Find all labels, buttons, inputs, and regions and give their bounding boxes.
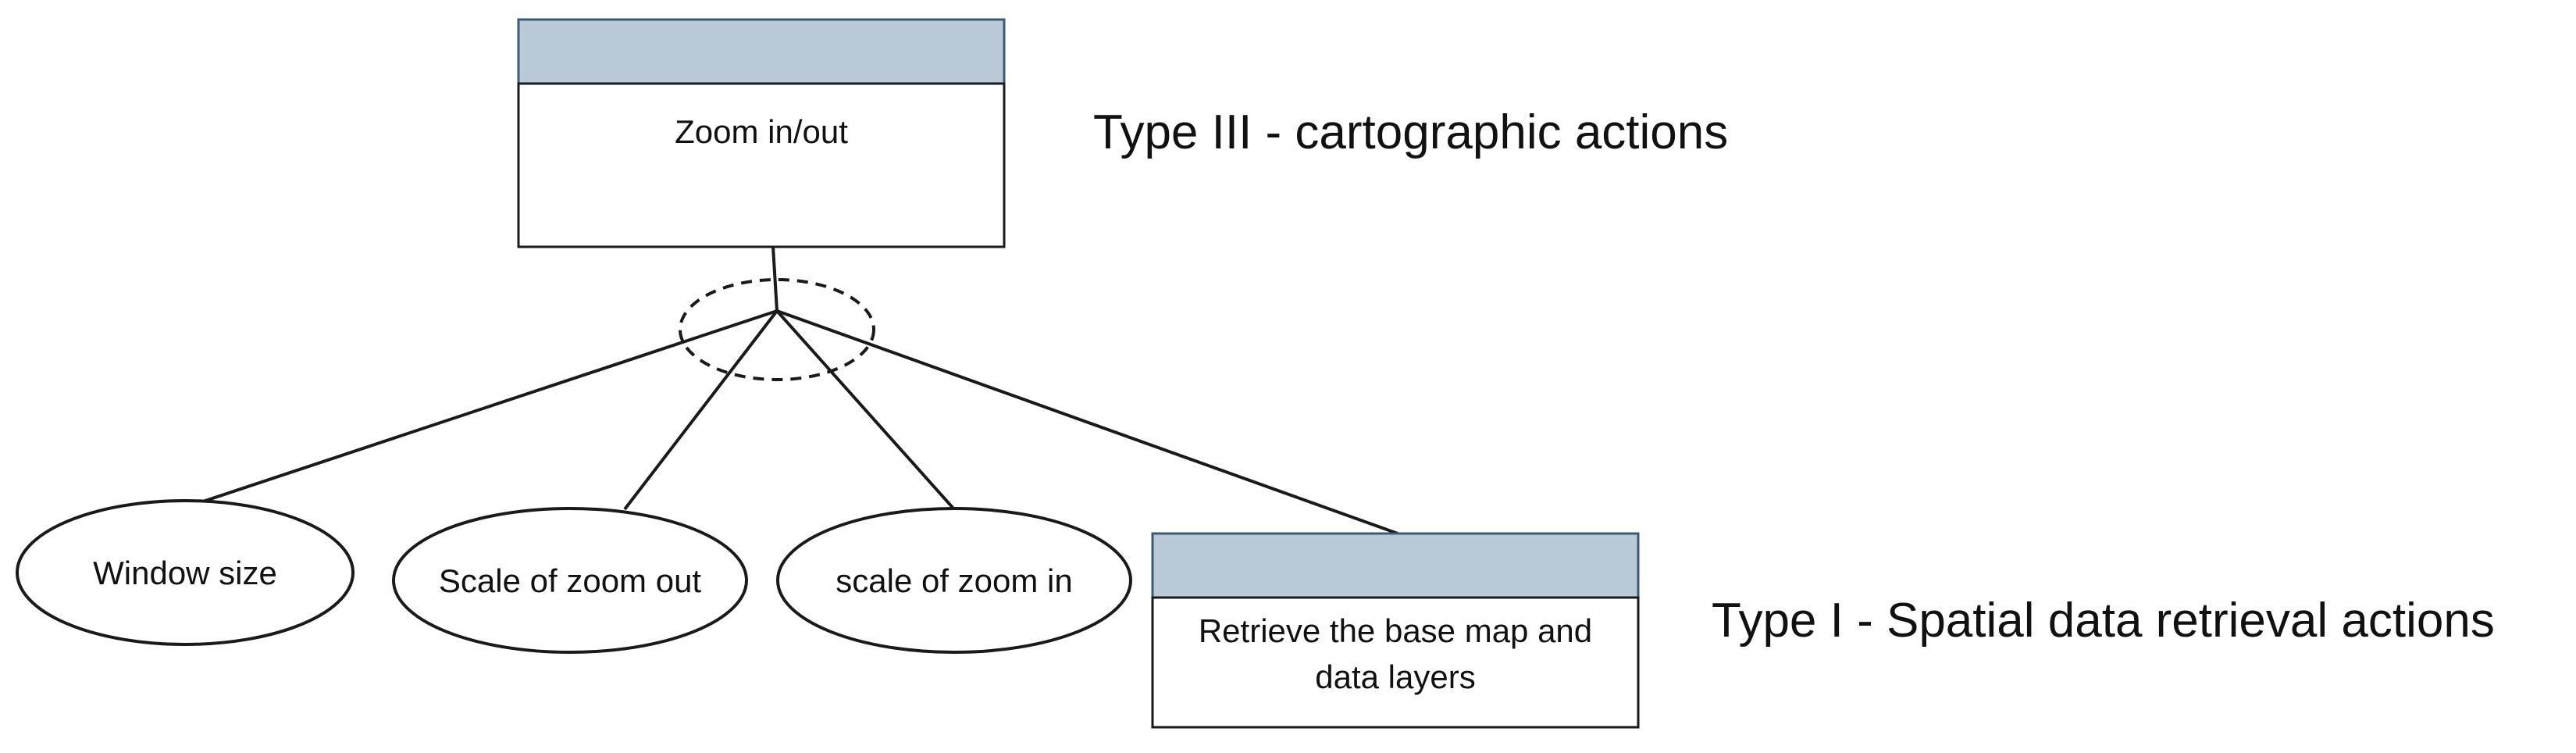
connector-top-to-hub [771,246,779,312]
top-action-header [517,18,1006,85]
bottom-action-box: Retrieve the base map and data layers [1151,532,1640,729]
connector-scale-zoom-in [775,309,956,511]
parameter-ellipse [16,499,355,646]
parameter-label: Scale of zoom out [439,562,702,599]
parameter-label: scale of zoom in [836,562,1072,599]
type-iii-label: Type III - cartographic actions [1093,105,1728,159]
top-action-box: Zoom in/out [517,18,1006,248]
parameter-window-size: Window size [16,499,355,646]
top-action-label: Zoom in/out [675,113,848,150]
connectors [193,246,1398,535]
parameter-label: Window size [93,555,277,591]
type-i-label: Type I - Spatial data retrieval actions [1712,594,2495,648]
top-action-body [517,82,1006,248]
bottom-action-label-line2: data layers [1315,658,1475,695]
parameter-ellipse [392,507,748,654]
parameter-scale-of-zoom-in: scale of zoom in [776,507,1132,654]
bottom-action-label-line1: Retrieve the base map and [1199,612,1592,649]
connector-window-size [193,309,778,506]
parameter-scale-of-zoom-out: Scale of zoom out [392,507,748,654]
and-decomposition-ellipse [679,278,875,381]
bottom-action-header [1151,532,1640,599]
parameter-ellipse [776,507,1132,654]
bottom-action-body [1151,596,1640,729]
connector-retrieve-action [776,309,1398,535]
connector-scale-zoom-out [623,309,779,511]
